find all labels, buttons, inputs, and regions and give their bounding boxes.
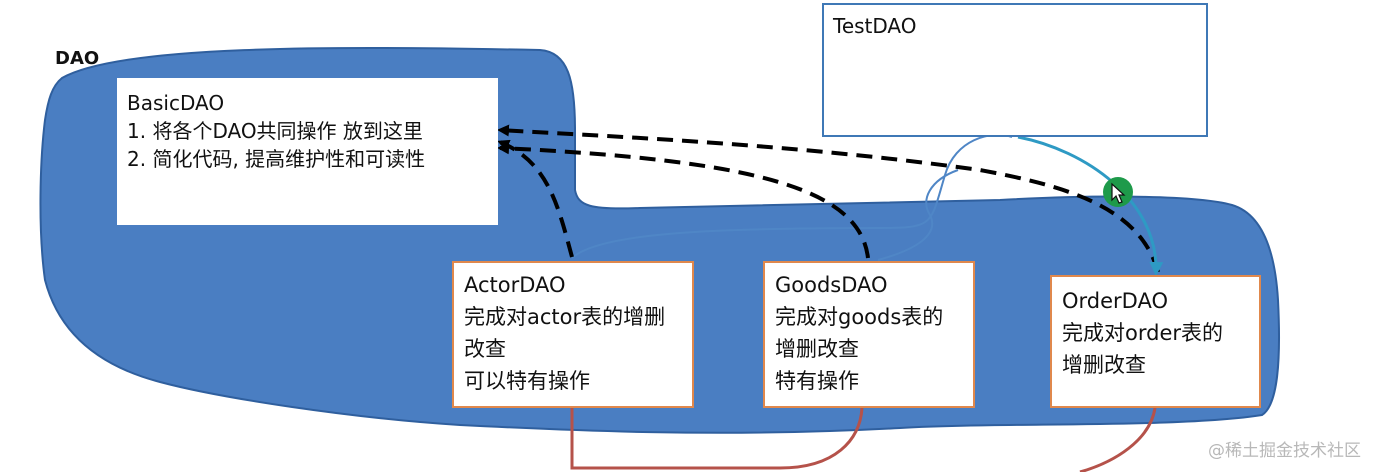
test-dao-box: TestDAO [822, 3, 1208, 137]
order-dao-line-1: 完成对order表的 [1062, 321, 1223, 345]
actor-dao-line-1: 完成对actor表的增删 [464, 305, 666, 329]
order-dao-line-2: 增删改查 [1062, 353, 1146, 377]
order-to-basic-arrow [497, 124, 1160, 273]
basic-dao-line-2: 2. 简化代码, 提高维护性和可读性 [127, 147, 426, 171]
actor-leg-curve [570, 407, 864, 470]
goods-dao-line-1: 完成对goods表的 [775, 305, 944, 329]
actor-dao-title: ActorDAO [464, 273, 566, 297]
basic-dao-box: BasicDAO 1. 将各个DAO共同操作 放到这里 2. 简化代码, 提高维… [117, 78, 498, 225]
goods-dao-title: GoodsDAO [775, 273, 888, 297]
goods-dao-box: GoodsDAO 完成对goods表的 增删改查 特有操作 [763, 261, 975, 408]
test-to-actor-curve [571, 133, 1013, 259]
order-leg-curve [1079, 407, 1157, 472]
dao-region-label: DAO [55, 48, 100, 69]
goods-dao-line-2: 增删改查 [775, 337, 859, 361]
watermark-text: @稀土掘金技术社区 [1208, 441, 1361, 461]
actor-dao-line-2: 改查 [464, 337, 506, 361]
order-dao-box: OrderDAO 完成对order表的 增删改查 [1050, 275, 1261, 408]
actor-dao-line-3: 可以特有操作 [464, 369, 590, 393]
actor-dao-box: ActorDAO 完成对actor表的增删 改查 可以特有操作 [452, 261, 694, 408]
basic-dao-line-1: 1. 将各个DAO共同操作 放到这里 [127, 119, 423, 143]
test-to-goods-curve [877, 169, 959, 261]
move-cursor-icon [1111, 182, 1126, 204]
goods-to-basic-arrow [497, 142, 870, 259]
goods-dao-line-3: 特有操作 [775, 369, 859, 393]
basic-dao-title: BasicDAO [127, 91, 225, 115]
test-dao-title: TestDAO [833, 14, 917, 38]
order-dao-title: OrderDAO [1062, 289, 1169, 313]
